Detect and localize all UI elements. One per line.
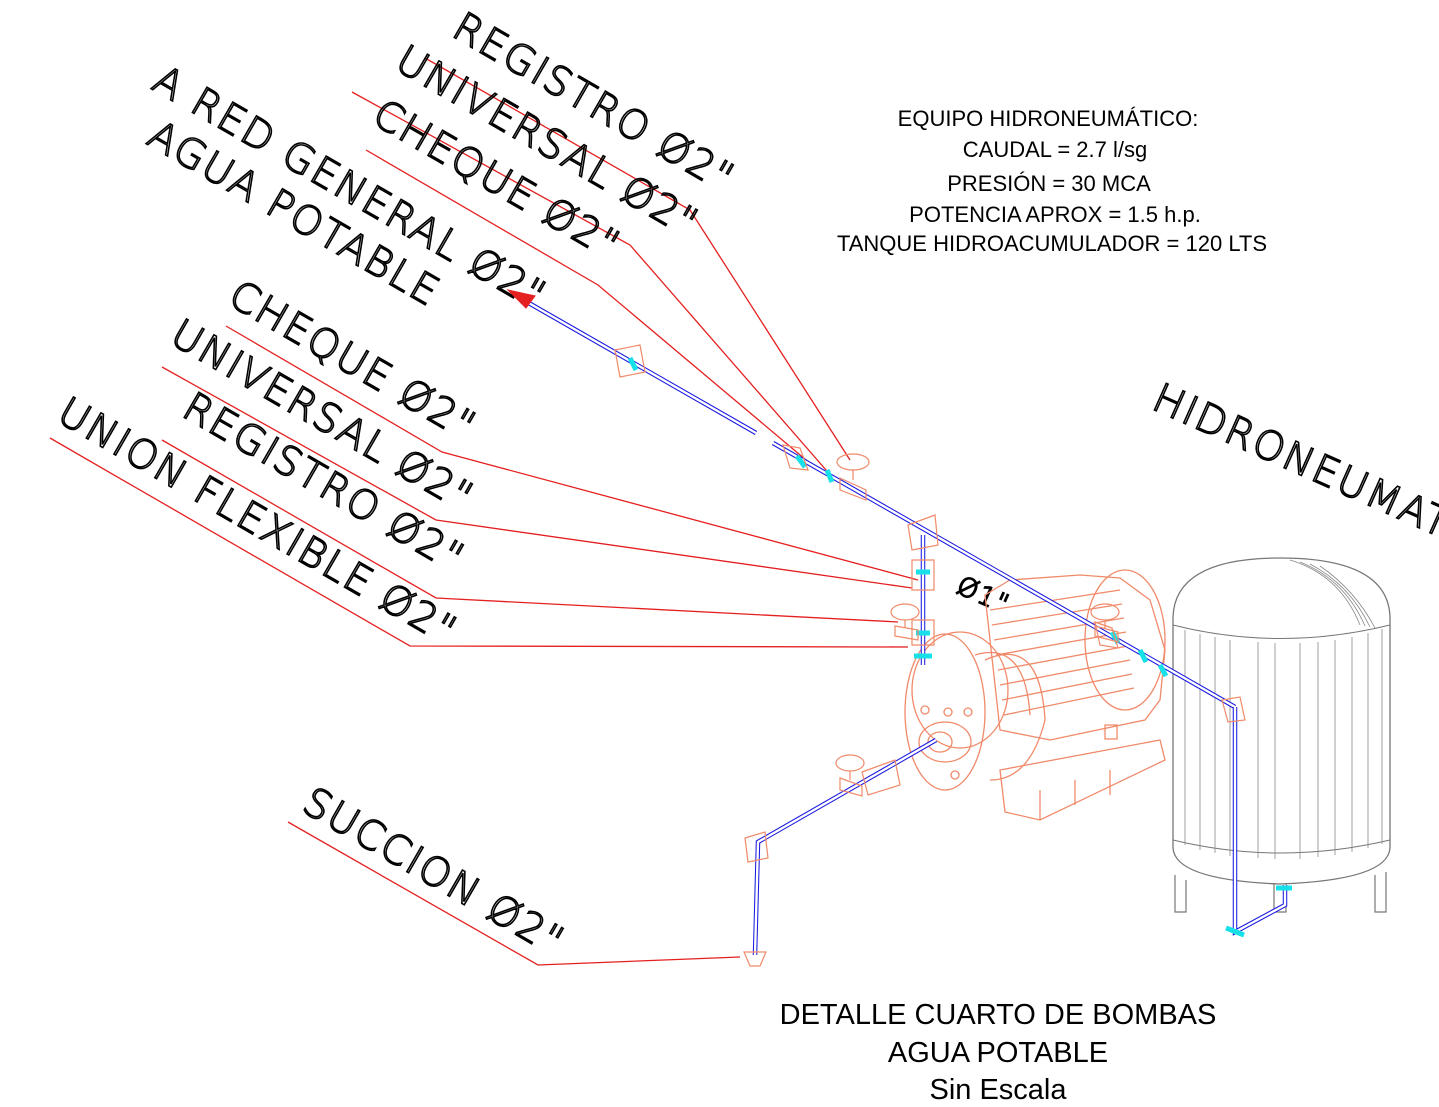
spec-potencia: POTENCIA APROX = 1.5 h.p. (909, 202, 1201, 227)
discharge-header (518, 296, 1237, 709)
tank-drop (1232, 707, 1288, 936)
leader-registro-top (424, 57, 851, 461)
valve-riser-registro (890, 603, 920, 641)
leader-universal-top (351, 91, 834, 479)
leader-lines (49, 57, 919, 966)
spec-heading: EQUIPO HIDRONEUMÁTICO: (898, 106, 1199, 131)
suction-line (752, 738, 938, 956)
leader-universal-mid (161, 366, 913, 589)
label-diameter-1: Ø1" (952, 571, 1014, 621)
label-succion: SUCCION Ø2" (295, 779, 572, 966)
spec-tanque: TANQUE HIDROACUMULADOR = 120 LTS (837, 231, 1267, 256)
title-line-3: Sin Escala (929, 1074, 1067, 1106)
label-hidroneumatico: HIDRONEUMATICO (1146, 375, 1439, 579)
title-line-1: DETALLE CUARTO DE BOMBAS (780, 999, 1217, 1031)
valve-tank-registro (1090, 603, 1120, 643)
pump-motor (904, 569, 1166, 821)
valve-header-registro (836, 453, 870, 501)
leader-union-flexible (49, 437, 909, 648)
outlet-arrow (506, 289, 536, 309)
gate-valves (835, 453, 1120, 797)
leader-registro-mid (161, 439, 899, 623)
cad-labels: REGISTRO Ø2" UNIVERSAL Ø2" CHEQUE Ø2" A … (49, 3, 1439, 966)
spec-presion: PRESIÓN = 30 MCA (947, 171, 1151, 196)
spec-caudal: CAUDAL = 2.7 l/sg (963, 137, 1147, 162)
leader-succion (287, 821, 741, 966)
leader-cheque-top (365, 149, 813, 466)
spec-block: EQUIPO HIDRONEUMÁTICO: CAUDAL = 2.7 l/sg… (837, 106, 1267, 256)
valve-suction-registro (835, 754, 865, 797)
title-line-2: AGUA POTABLE (888, 1037, 1108, 1069)
leader-cheque-mid (225, 325, 919, 581)
piping (506, 289, 1292, 967)
hydropneumatic-tank (1172, 557, 1391, 913)
title-block: DETALLE CUARTO DE BOMBAS AGUA POTABLE Si… (780, 999, 1217, 1106)
